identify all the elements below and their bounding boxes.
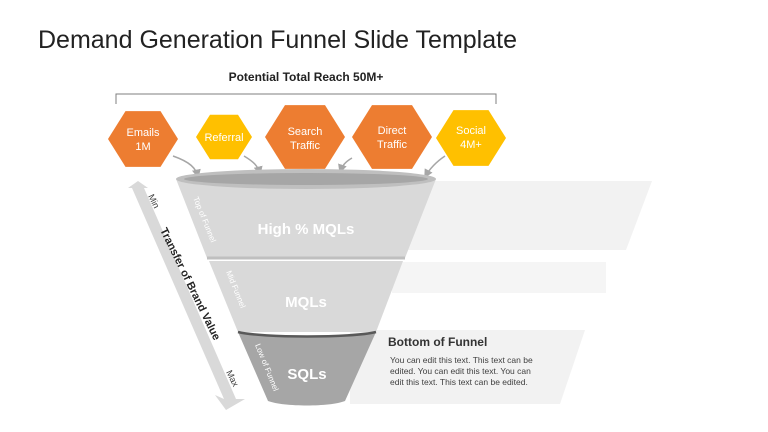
hexagon-label-line2: Traffic bbox=[290, 140, 320, 152]
brand-value-arrow bbox=[128, 181, 245, 410]
detail-line-3: edit this text. This text can be edited. bbox=[390, 377, 528, 387]
hexagon-emails: Emails 1M bbox=[108, 111, 178, 167]
funnel-opening bbox=[184, 173, 428, 185]
funnel-top-section bbox=[176, 179, 436, 258]
stage-label-mid: MQLs bbox=[285, 294, 327, 311]
detail-title: Bottom of Funnel bbox=[388, 335, 487, 349]
hexagon-label-line1: Emails bbox=[126, 127, 160, 139]
hexagon-label-line1: Referral bbox=[204, 132, 243, 144]
stage-label-bottom: SQLs bbox=[287, 366, 326, 383]
hexagon-label-line1: Direct bbox=[378, 125, 407, 137]
arrow-social bbox=[424, 155, 446, 179]
funnel-bottom-section bbox=[238, 332, 376, 406]
slide-title: Demand Generation Funnel Slide Template bbox=[38, 26, 517, 54]
arrow-emails bbox=[172, 155, 201, 179]
bottom-funnel-panel bbox=[350, 330, 585, 404]
detail-line-1: You can edit this text. This text can be bbox=[390, 355, 533, 365]
hexagon-label-line1: Social bbox=[456, 125, 486, 137]
top-funnel-panel bbox=[392, 181, 652, 250]
stage-label-top: High % MQLs bbox=[258, 221, 355, 238]
reach-label: Potential Total Reach 50M+ bbox=[229, 70, 384, 84]
hexagon-label-line2: Traffic bbox=[377, 139, 407, 151]
detail-line-2: edited. You can edit this text. You can bbox=[390, 366, 531, 376]
hexagon-label-line1: Search bbox=[288, 126, 323, 138]
hexagon-social: Social 4M+ bbox=[436, 110, 506, 166]
mid-funnel-panel bbox=[392, 262, 606, 293]
reach-bracket bbox=[115, 93, 497, 104]
hexagon-label-line2: 1M bbox=[135, 141, 150, 153]
hexagon-referral: Referral bbox=[196, 114, 252, 160]
hexagon-label-line2: 4M+ bbox=[460, 139, 482, 151]
funnel-mid-section bbox=[209, 261, 403, 332]
